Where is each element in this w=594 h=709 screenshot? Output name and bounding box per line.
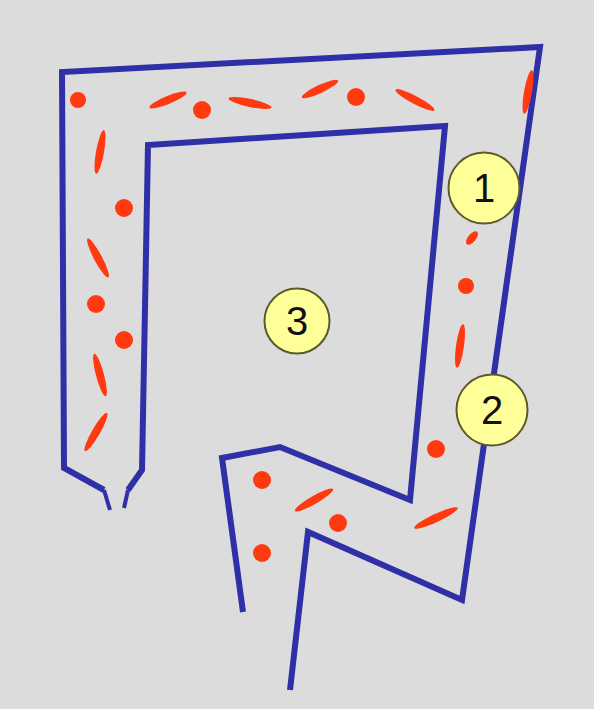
- callout-circle-outline: [265, 289, 330, 354]
- callout-circle: 1: [447, 151, 521, 225]
- particles: [70, 70, 536, 562]
- callout-circle: 2: [455, 373, 529, 447]
- callout-circle: 3: [263, 287, 331, 355]
- callout-number: 1: [473, 168, 495, 208]
- callout-circle-outline: [457, 375, 528, 446]
- callout-number: 3: [286, 301, 308, 341]
- outer-wall: [62, 47, 540, 690]
- inner-wall: [128, 126, 445, 612]
- nozzle: [124, 490, 128, 508]
- nozzle: [104, 490, 110, 510]
- callout-number: 2: [481, 390, 503, 430]
- channel-walls: [62, 47, 540, 690]
- callout-circle-outline: [449, 153, 520, 224]
